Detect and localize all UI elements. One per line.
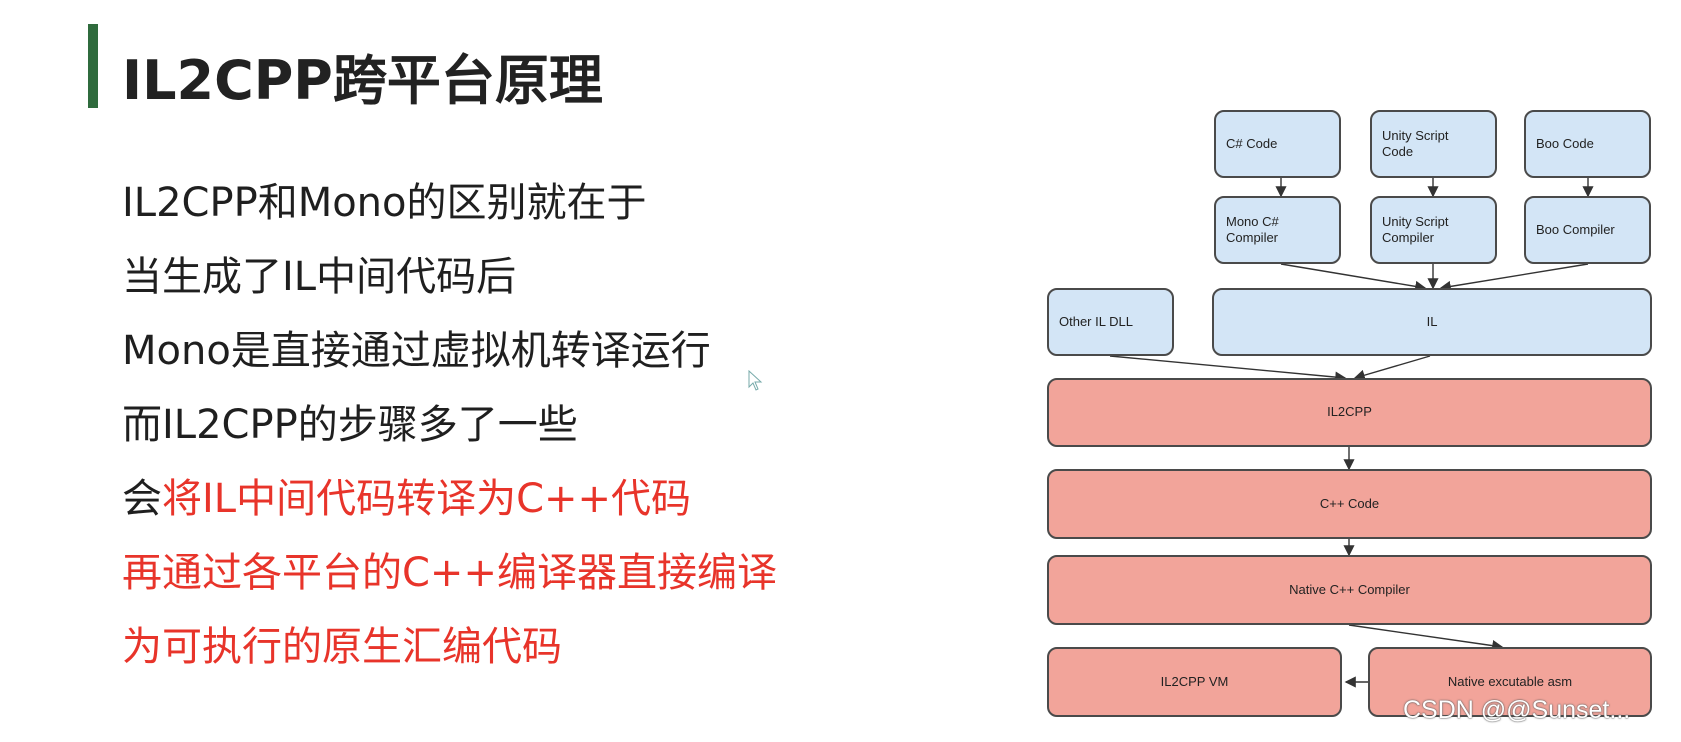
text-line-6-seg-1: 再通过各平台的C++编译器直接编译 bbox=[122, 550, 777, 596]
node-boo-code: Boo Code bbox=[1524, 110, 1651, 178]
node-native-executable-asm-label: Native excutable asm bbox=[1447, 673, 1573, 689]
text-line-1: IL2CPP和Mono的区别就在于 bbox=[122, 170, 647, 228]
text-line-2-seg-1: 当生成了IL中间代码后 bbox=[122, 254, 517, 300]
text-line-3-seg-1: Mono是直接通过虚拟机转译运行 bbox=[122, 328, 711, 374]
node-il2cpp-label: IL2CPP bbox=[1327, 404, 1372, 420]
text-line-6: 再通过各平台的C++编译器直接编译 bbox=[122, 540, 777, 598]
arrow-il-to-il2cpp bbox=[1353, 355, 1431, 381]
node-boo-compiler-label: Boo Compiler bbox=[1536, 221, 1615, 237]
node-native-executable-asm: Native excutable asm bbox=[1368, 647, 1652, 717]
node-il2cpp-vm: IL2CPP VM bbox=[1047, 647, 1342, 717]
node-il-label: IL bbox=[1426, 313, 1438, 329]
arrow-boo-compiler-to-il bbox=[1439, 263, 1589, 292]
text-line-1-seg-1: IL2CPP和Mono的区别就在于 bbox=[122, 180, 647, 226]
node-unity-script-code: Unity Script Code bbox=[1370, 110, 1497, 178]
node-boo-compiler: Boo Compiler bbox=[1524, 196, 1651, 264]
text-line-5-seg-1: 会 bbox=[122, 476, 162, 522]
slide-title: IL2CPP跨平台原理 bbox=[122, 49, 603, 112]
node-cpp-code-label: C++ Code bbox=[1319, 495, 1380, 511]
node-unity-script-compiler-label: Unity Script Compiler bbox=[1382, 213, 1449, 245]
node-boo-code-label: Boo Code bbox=[1536, 135, 1594, 151]
node-native-cpp-compiler: Native C++ Compiler bbox=[1047, 555, 1652, 625]
mouse-cursor-icon bbox=[748, 370, 763, 391]
node-mono-compiler: Mono C# Compiler bbox=[1214, 196, 1341, 264]
node-il: IL bbox=[1212, 288, 1652, 356]
text-line-7: 为可执行的原生汇编代码 bbox=[122, 614, 562, 672]
node-native-cpp-compiler-label: Native C++ Compiler bbox=[1289, 581, 1410, 597]
text-line-7-seg-1: 为可执行的原生汇编代码 bbox=[122, 624, 562, 670]
text-line-4: 而IL2CPP的步骤多了一些 bbox=[122, 392, 578, 450]
text-line-3: Mono是直接通过虚拟机转译运行 bbox=[122, 318, 711, 376]
title-accent-bar bbox=[88, 24, 98, 108]
node-other-il-dll: Other IL DLL bbox=[1047, 288, 1174, 356]
node-mono-compiler-label: Mono C# Compiler bbox=[1226, 213, 1279, 245]
node-csharp-code-label: C# Code bbox=[1226, 135, 1278, 151]
node-unity-script-code-label: Unity Script Code bbox=[1382, 127, 1449, 159]
arrow-compiler-to-asm bbox=[1348, 624, 1504, 652]
node-other-il-dll-label: Other IL DLL bbox=[1059, 313, 1133, 329]
node-il2cpp-vm-label: IL2CPP VM bbox=[1160, 673, 1229, 689]
csdn-watermark: CSDN @@Sunset... bbox=[1403, 696, 1631, 724]
arrow-otherdll-to-il2cpp bbox=[1109, 355, 1347, 383]
text-line-5-seg-2: 将IL中间代码转译为C++代码 bbox=[162, 476, 692, 522]
text-line-4-seg-1: 而IL2CPP的步骤多了一些 bbox=[122, 402, 578, 448]
arrow-mono-to-il bbox=[1280, 263, 1427, 292]
node-cpp-code: C++ Code bbox=[1047, 469, 1652, 539]
node-csharp-code: C# Code bbox=[1214, 110, 1341, 178]
node-il2cpp: IL2CPP bbox=[1047, 378, 1652, 447]
node-unity-script-compiler: Unity Script Compiler bbox=[1370, 196, 1497, 264]
text-line-5: 会将IL中间代码转译为C++代码 bbox=[122, 466, 691, 524]
text-line-2: 当生成了IL中间代码后 bbox=[122, 244, 516, 302]
